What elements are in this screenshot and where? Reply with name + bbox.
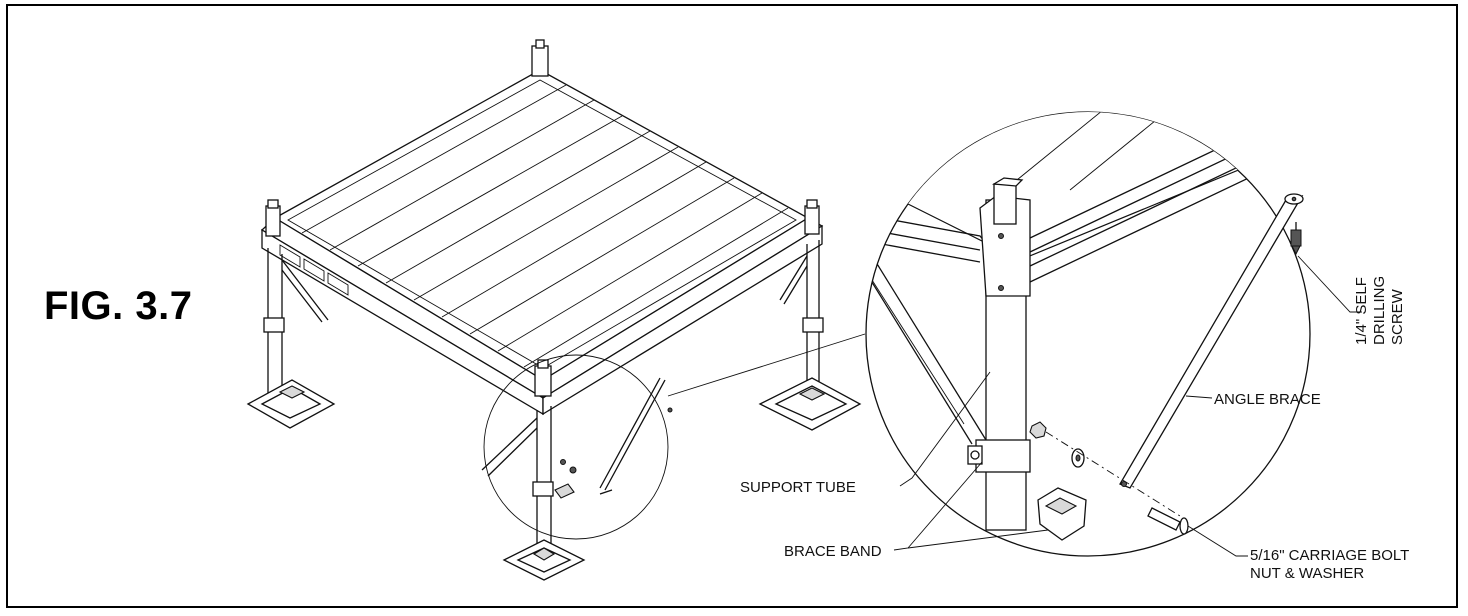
- support-tube-label: SUPPORT TUBE: [740, 479, 856, 496]
- brace-band-label: BRACE BAND: [784, 543, 882, 560]
- small-detail-parts: [554, 377, 673, 499]
- leg-right: [758, 199, 862, 431]
- brace-band: [975, 439, 1031, 473]
- deck-surface: [273, 69, 810, 381]
- carriage-bolt-label-line2: NUT & WASHER: [1250, 565, 1364, 582]
- post-back: [531, 39, 549, 77]
- figure-frame: [6, 4, 1458, 608]
- screw-label-line3: SCREW: [1389, 288, 1406, 345]
- dock-section-drawing: [246, 39, 866, 581]
- leg-left: [246, 199, 336, 429]
- deck-planks: [301, 84, 789, 368]
- figure-title: FIG. 3.7: [44, 284, 193, 328]
- leg-front: [481, 359, 586, 581]
- drilling-screw: [1290, 222, 1302, 256]
- screw-label-line1: 1/4" SELF: [1353, 277, 1370, 345]
- detail-leader: [667, 333, 866, 397]
- detail-callout-circle: [483, 354, 669, 540]
- leader-lines: [893, 255, 1362, 557]
- screw-label-line2: DRILLING: [1371, 276, 1388, 345]
- detail-view: 1/4" SELF DRILLING SCREW ANGLE BRACE SUP…: [740, 111, 1409, 582]
- carriage-bolt-label-line1: 5/16" CARRIAGE BOLT: [1250, 547, 1409, 564]
- angle-brace-label: ANGLE BRACE: [1214, 391, 1321, 408]
- bolt-hardware: [1029, 421, 1189, 541]
- carriage-bolt: [1147, 507, 1181, 531]
- angle-brace: [1119, 193, 1304, 489]
- nut: [1029, 421, 1047, 439]
